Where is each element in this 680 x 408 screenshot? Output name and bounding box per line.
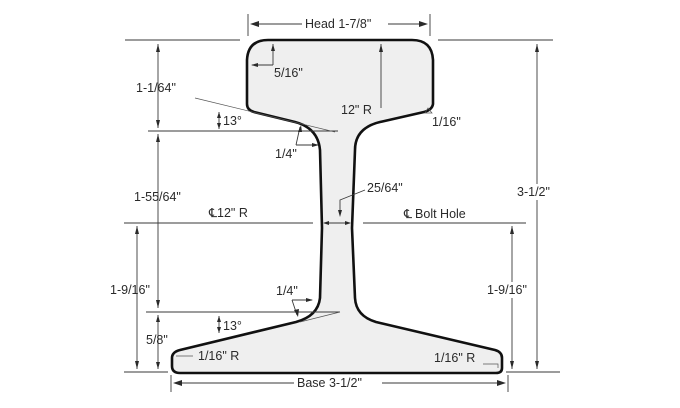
bolt-hole-label: ℄Bolt Hole — [403, 207, 466, 221]
head-corner-label: 5/16" — [274, 66, 303, 80]
centerline-radius-label: ℄12" R — [208, 206, 248, 220]
upper-fillet-label: 1/4" — [275, 147, 297, 161]
head-width-label: Head 1-7/8" — [305, 17, 371, 31]
web-thickness-label: 25/64" — [367, 181, 403, 195]
right-bolt-to-base-label: 1-9/16" — [487, 283, 527, 297]
lower-fillet-label: 1/4" — [276, 284, 298, 298]
total-height-label: 3-1/2" — [517, 185, 550, 199]
left-bolt-to-base-label: 1-9/16" — [110, 283, 150, 297]
upper-angle-label: 13° — [223, 114, 242, 128]
head-edge-radius-label: 1/16" — [432, 115, 461, 129]
head-crown-radius-label: 12" R — [341, 103, 372, 117]
lower-angle-label: 13° — [223, 319, 242, 333]
web-height-label: 1-55/64" — [134, 190, 181, 204]
base-width-label: Base 3-1/2" — [297, 376, 362, 390]
base-depth-label: 5/8" — [146, 333, 168, 347]
centerline-symbol: ℄ — [208, 206, 218, 220]
base-left-radius-label: 1/16" R — [198, 349, 239, 363]
centerline-symbol-right: ℄ — [403, 207, 413, 221]
head-depth-label: 1-1/64" — [136, 81, 176, 95]
bolt-hole-text: Bolt Hole — [415, 207, 466, 221]
base-right-radius-label: 1/16" R — [434, 351, 475, 365]
web-radius-label: 12" R — [217, 206, 248, 220]
